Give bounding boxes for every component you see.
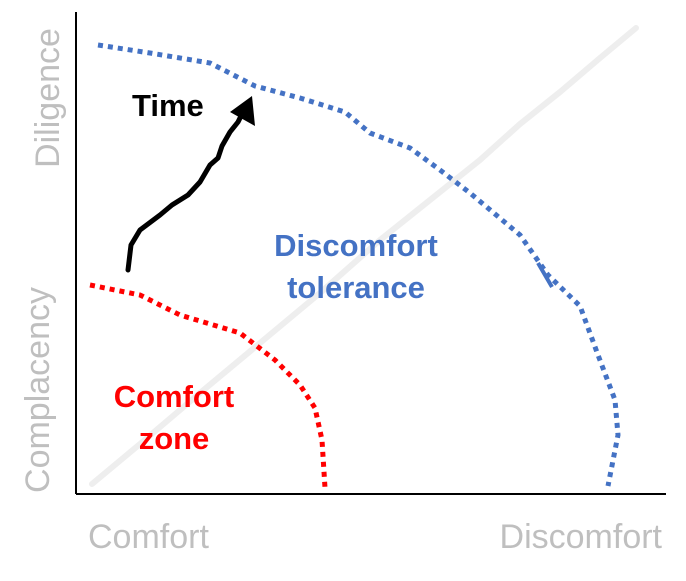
discomfort-tolerance-boundary [97,42,621,487]
discomfort-boundary-tick [536,261,554,289]
diagonal-reference-line [89,25,639,487]
comfort-zone-boundary [89,282,328,489]
time-arrow [125,107,247,273]
time-label: Time [132,88,204,123]
discomfort-tolerance-label-line2: tolerance [287,270,425,305]
y-axis-bottom-label: Complacency [19,287,57,493]
comfort-zone-label-line1: Comfort [114,379,235,414]
time-arrow-head [230,96,255,126]
comfort-zone-label-line2: zone [139,421,210,456]
x-axis-left-label: Comfort [88,518,209,556]
x-axis-right-label: Discomfort [500,518,663,556]
discomfort-tolerance-label-line1: Discomfort [274,228,438,263]
y-axis-top-label: Diligence [29,28,67,168]
